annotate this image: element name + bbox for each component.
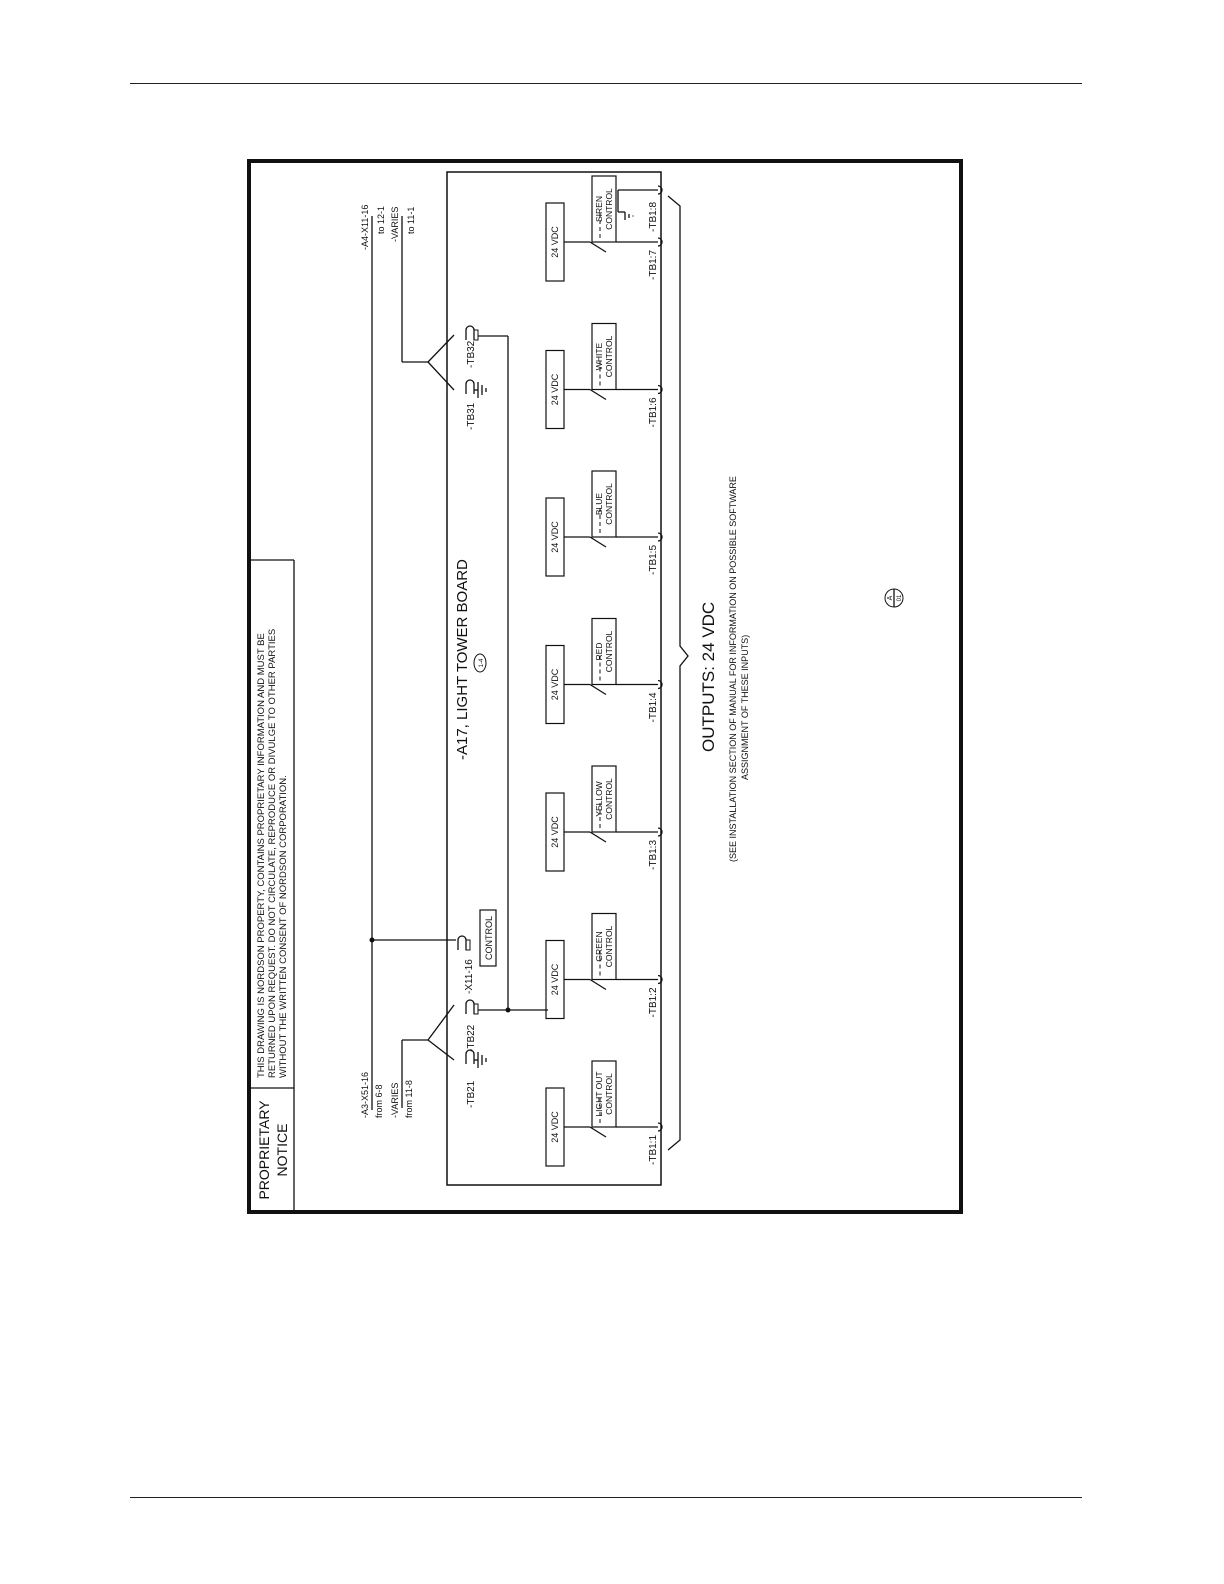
terminal-arc [657,532,663,542]
outputs-note-line1: (SEE INSTALLATION SECTION OF MANUAL FOR … [728,476,738,862]
control-box [591,322,617,391]
control-word: CONTROL [604,925,614,967]
board-ref-oval [473,653,487,673]
control-word: CONTROL [604,1073,614,1115]
control-box [591,912,617,981]
control-box [591,470,617,538]
terminal-label: -TB1:7 [648,250,659,280]
terminal-label: -TB1:2 [648,987,659,1017]
tb31-label: -TB31 [466,402,477,430]
control-box [591,1060,617,1128]
sheet-ref-top: A [887,595,894,600]
terminal-label: -TB1:3 [648,840,659,870]
vdc-label: 24 VDC [550,668,560,700]
control-box [591,175,617,243]
control-word: CONTROL [604,188,614,230]
vdc-label: 24 VDC [550,963,560,995]
control-box [479,909,497,967]
terminal-label: -TB1:6 [648,397,659,427]
tb21-label: -TB21 [466,1080,477,1108]
left-wire-line1: -A3-X51-16 [360,1072,370,1118]
outputs-title: OUTPUTS: 24 VDC [699,602,718,752]
sheet-ref-bottom: 01 [897,594,903,601]
notice-title-line1: PROPRIETARY [256,1100,272,1200]
vdc-label: 24 VDC [550,521,560,553]
terminal-label: -TB1:5 [648,545,659,575]
tb21-connector [465,1049,487,1068]
control-word: CONTROL [604,778,614,820]
control-box [591,617,617,686]
terminal-arc [657,384,663,395]
left-wire-line2: from 6-8 [374,1084,384,1118]
terminal-label: -TB1:4 [648,692,659,722]
footer-rule [130,1497,1082,1498]
control-box [591,765,617,833]
tb22-connector [465,999,479,1015]
terminal-arc [657,827,663,837]
control-name: GREEN [594,931,604,961]
drawing-border [247,159,963,1214]
board-title: -A17, LIGHT TOWER BOARD [454,559,471,760]
header-rule [130,83,1082,84]
terminal-arc [657,1122,663,1132]
board-outline [446,171,662,1186]
right-wire-line2: to 12-1 [376,206,386,234]
x11-connector [457,935,471,951]
tb32-connector [465,325,479,341]
notice-title-line2: NOTICE [274,1124,290,1177]
terminal-arc [657,679,663,690]
notice-text-line2: RETURNED UPON REQUEST. DO NOT CIRCULATE,… [267,629,278,1078]
control-name: RED [594,643,604,661]
vdc-label: 24 VDC [550,226,560,258]
control-word: CONTROL [604,335,614,377]
proprietary-notice: PROPRIETARY NOTICE THIS DRAWING IS NORDS… [251,559,295,1210]
tb22-label: -TB22 [466,1024,477,1052]
left-wire-line3: -VARIES [390,1083,400,1118]
tb32-label: -TB32 [466,340,477,368]
tb31-connector [465,379,487,398]
notice-text-line1: THIS DRAWING IS NORDSON PROPERTY, CONTAI… [256,633,267,1078]
control-name: WHITE [594,342,604,370]
terminal-arc [657,237,663,247]
tb18-ground [617,185,663,220]
control-name: YELLOW [594,781,604,816]
terminal-label: -TB1:1 [648,1135,659,1165]
right-wire-line3: -VARIES [390,207,400,242]
right-wire-line4: to 11-1 [406,207,416,234]
vdc-label: 24 VDC [550,373,560,405]
vdc-label: 24 VDC [550,816,560,848]
outputs-brace [667,195,689,1151]
board-ref: 1-4 [479,658,485,667]
control-name: BLUE [594,493,604,516]
tb18-label: -TB1:8 [648,202,659,232]
vdc-label: 24 VDC [550,1111,560,1143]
left-wire-line4: from 11-8 [404,1080,414,1118]
terminal-arc [657,974,663,985]
outputs-note-line2: ASSIGNMENT OF THESE INPUTS) [740,635,750,780]
x11-label: -X11-16 [464,959,475,994]
left-wire-labels: -A3-X51-16 from 6-8 -VARIES from 11-8 [360,1072,414,1118]
control-box-label: CONTROL [484,916,494,960]
notice-text-line3: WITHOUT THE WRITTEN CONSENT OF NORDSON C… [278,775,289,1078]
sheet-ref-bubble: A 01 [884,588,904,608]
control-name: SIREN [594,196,604,222]
control-name: LIGHT OUT [594,1071,604,1116]
right-wire-labels: -A4-X11-16 to 12-1 -VARIES to 11-1 [360,205,416,250]
control-word: CONTROL [604,630,614,672]
right-wire-line1: -A4-X11-16 [360,205,370,250]
control-word: CONTROL [604,483,614,525]
